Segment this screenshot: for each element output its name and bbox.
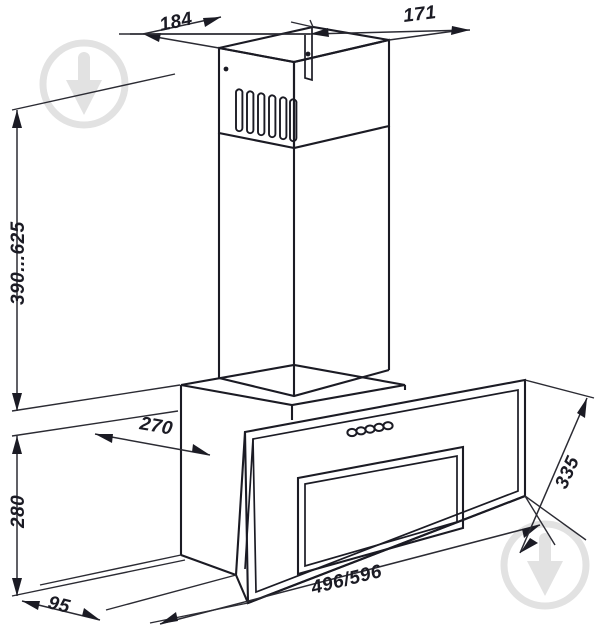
- dimension-label-95: 95: [46, 592, 72, 617]
- dimension-label-171: 171: [402, 2, 438, 27]
- chimney-upper-section: [217, 25, 391, 150]
- screw-icon-right: [305, 51, 311, 57]
- screw-icon-left: [223, 66, 229, 72]
- dimension-label-390-625: 390...625: [8, 221, 29, 305]
- dimension-chimney-width: 171: [119, 2, 471, 41]
- hood-body-box: [179, 363, 407, 576]
- dimension-chimney-depth: 184: [142, 8, 314, 49]
- dimension-body-depth: 270: [94, 413, 211, 456]
- control-button-5[interactable]: [382, 421, 394, 431]
- dimension-label-335: 335: [551, 453, 584, 492]
- shield-drop-watermark-top-left: [39, 39, 129, 129]
- dimension-label-184: 184: [158, 8, 195, 35]
- chimney-lower-section: [217, 126, 391, 398]
- shield-drop-watermark-bottom-right: [500, 520, 590, 610]
- dimension-label-280: 280: [8, 495, 29, 529]
- dimension-chimney-height-range: 390...625: [8, 73, 181, 412]
- dimension-body-height: 280: [8, 410, 186, 597]
- dimension-hood-width: 496/596: [149, 495, 556, 625]
- dimension-base-depth: 95: [21, 554, 237, 621]
- chimney-vent-slots: [235, 88, 298, 143]
- control-button-1[interactable]: [346, 427, 358, 438]
- control-button-3[interactable]: [364, 424, 376, 434]
- control-button-2[interactable]: [355, 426, 367, 436]
- dimension-label-270: 270: [137, 413, 174, 440]
- control-panel-buttons[interactable]: [346, 421, 394, 438]
- control-button-4[interactable]: [373, 422, 385, 432]
